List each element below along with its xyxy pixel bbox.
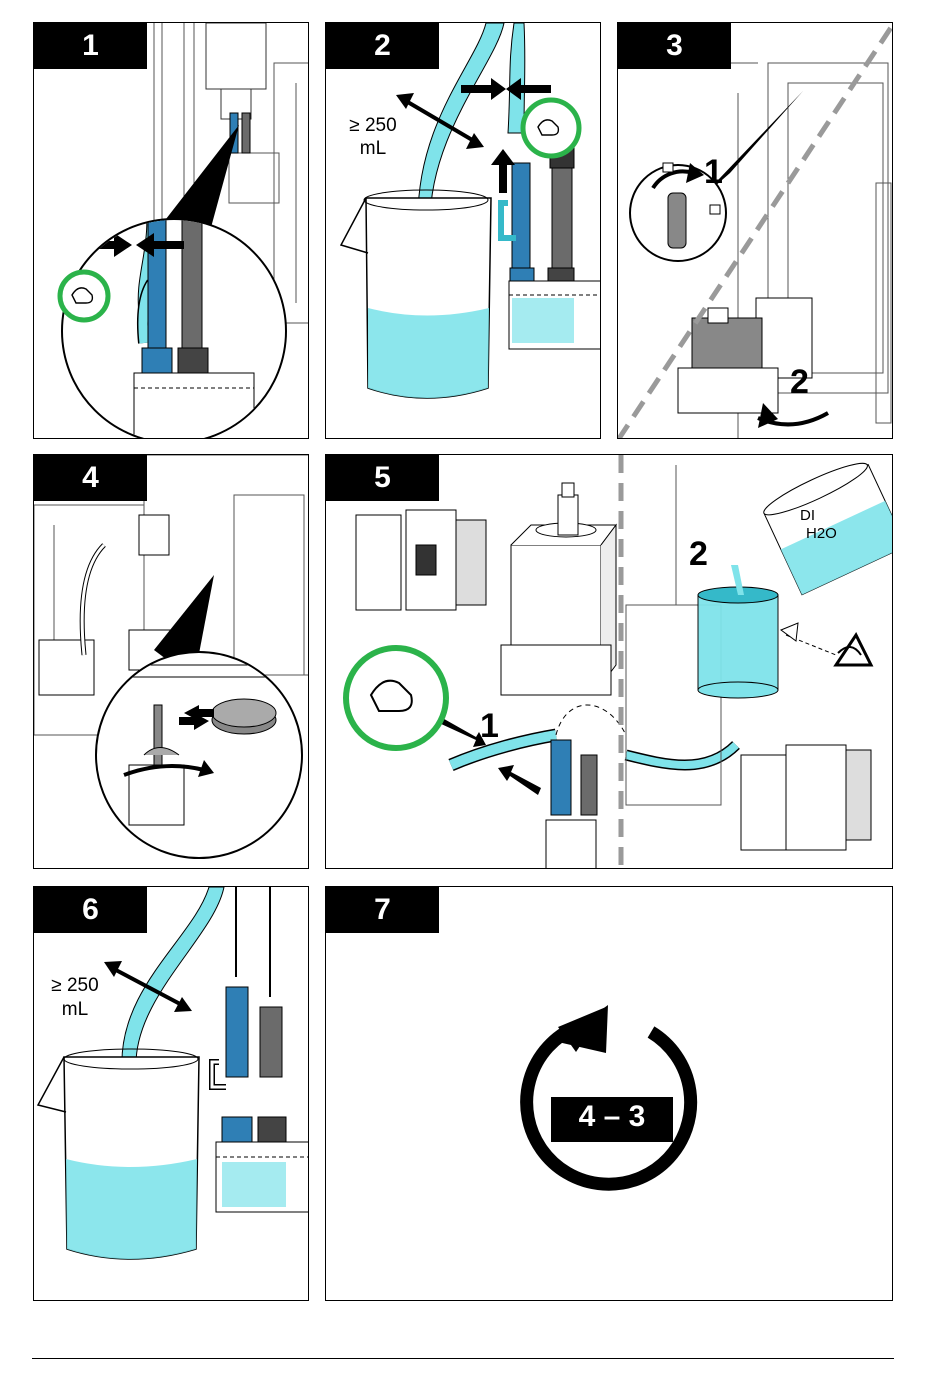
hand-ok-icon: [60, 272, 108, 320]
step-6-illustration: [34, 887, 309, 1301]
lock-closed-icon: [710, 205, 720, 214]
callout-1: 1: [480, 707, 499, 746]
water-label-2: H2O: [806, 525, 837, 542]
step-3-number: 3: [618, 23, 731, 69]
step-2-panel: 2 ≥ 250 mL: [325, 22, 601, 439]
hand-ok-icon: [523, 100, 579, 156]
step-1-panel: 1: [33, 22, 309, 439]
step-5-number: 5: [326, 455, 439, 501]
step-1-number: 1: [34, 23, 147, 69]
step-2-illustration: [326, 23, 601, 439]
eye-icon: [836, 635, 871, 665]
callout-2: 2: [790, 363, 809, 402]
step-4-panel: 4: [33, 454, 309, 869]
step-6-panel: 6 ≥ 250 mL: [33, 886, 309, 1301]
water-label-1: DI: [800, 507, 815, 524]
volume-value: ≥ 250: [338, 115, 408, 137]
step-3-illustration: [618, 23, 893, 439]
hand-ok-icon: [346, 648, 446, 748]
step-6-number: 6: [34, 887, 147, 933]
step-7-panel: 7 4 – 3: [325, 886, 893, 1301]
volume-value: ≥ 250: [40, 975, 110, 997]
footer-rule: [32, 1358, 894, 1359]
step-2-number: 2: [326, 23, 439, 69]
step-4-illustration: [34, 455, 309, 869]
step-1-illustration: [34, 23, 309, 439]
volume-unit: mL: [40, 999, 110, 1021]
repeat-range-label: 4 – 3: [551, 1100, 673, 1134]
step-3-panel: 3 1 2: [617, 22, 893, 439]
step-7-number: 7: [326, 887, 439, 933]
callout-1: 1: [704, 153, 723, 192]
step-4-number: 4: [34, 455, 147, 501]
callout-2: 2: [689, 535, 708, 574]
lock-open-icon: [663, 163, 673, 172]
repeat-loop-icon: [326, 887, 893, 1301]
step-5-panel: 5 1 2 DI H2O: [325, 454, 893, 869]
volume-unit: mL: [338, 138, 408, 160]
